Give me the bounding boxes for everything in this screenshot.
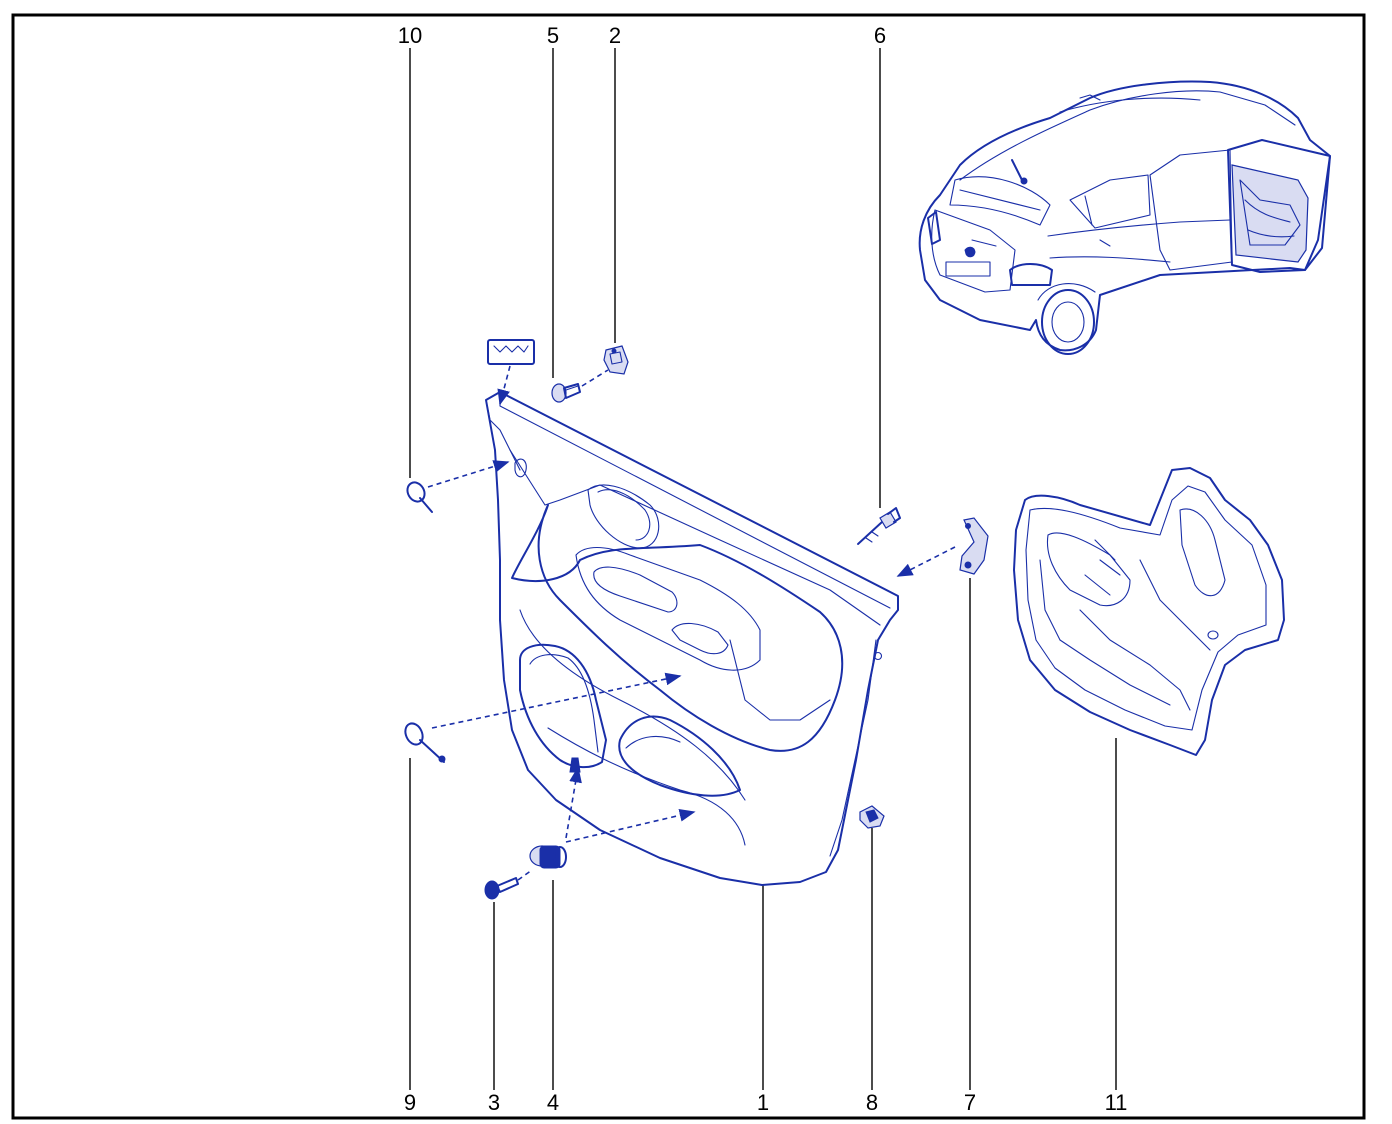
callout-1: 1 xyxy=(757,1090,769,1115)
arrow-4-right xyxy=(565,809,696,843)
callout-6: 6 xyxy=(874,23,886,48)
door-trim-panel xyxy=(485,391,899,886)
callout-3: 3 xyxy=(488,1090,500,1115)
callout-11: 11 xyxy=(1105,1090,1128,1115)
part-8-clip xyxy=(859,805,885,829)
callout-7: 7 xyxy=(964,1090,976,1115)
callout-labels: 10 5 2 6 9 3 4 1 8 7 11 xyxy=(398,23,1128,1115)
cover-cap xyxy=(487,339,535,365)
part-10-clip xyxy=(406,481,433,513)
part-5-push-pin xyxy=(551,383,581,403)
arrow-4-up xyxy=(565,766,582,839)
locator-car-illustration xyxy=(918,80,1331,355)
callout-9: 9 xyxy=(404,1090,416,1115)
diagram-frame xyxy=(11,13,1366,1120)
part-6-screw xyxy=(857,507,901,545)
arrow-cap-to-panel xyxy=(497,365,511,406)
part-7-bracket xyxy=(959,517,989,575)
leader-lines xyxy=(409,48,1117,1090)
callout-5: 5 xyxy=(547,23,559,48)
arrow-9-to-panel xyxy=(431,672,682,729)
callout-2: 2 xyxy=(609,23,621,48)
arrow-7-to-panel xyxy=(896,546,956,577)
part-9-clip xyxy=(404,722,446,763)
part-4-grommet xyxy=(529,845,567,869)
callout-8: 8 xyxy=(866,1090,878,1115)
arrow-10-to-panel xyxy=(427,460,510,488)
callout-4: 4 xyxy=(547,1090,559,1115)
door-insulation-membrane xyxy=(1013,467,1285,756)
callout-10: 10 xyxy=(398,23,422,48)
link-3-4 xyxy=(517,869,533,881)
part-2-clip-nut xyxy=(603,345,629,375)
link-5-2 xyxy=(581,369,609,387)
part-3-screw xyxy=(484,877,519,900)
